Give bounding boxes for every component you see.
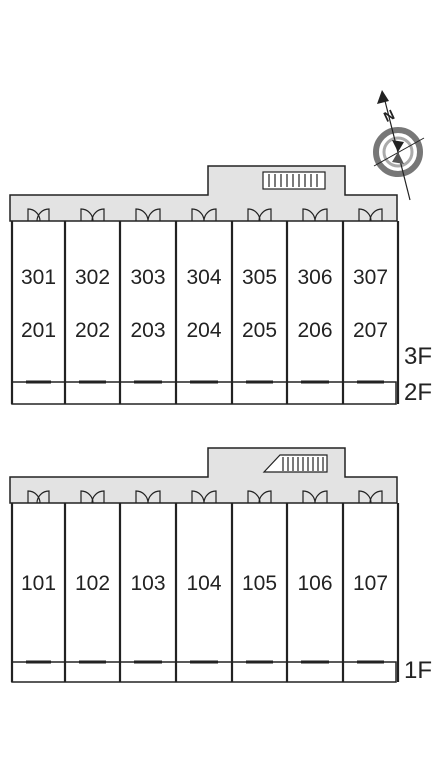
unit-label: 101 [21, 572, 56, 595]
unit-label: 303 [130, 266, 165, 289]
lower-corridor [9, 447, 398, 504]
door-icon [36, 208, 50, 222]
door-icon [203, 208, 217, 222]
door-icon [147, 490, 161, 504]
upper-doors [27, 208, 383, 222]
upper-unit-labels: 301 302 303 304 305 306 307 201 202 203 204 205 206 2… [21, 266, 388, 342]
lower-stairs-icon [262, 454, 328, 473]
floor-label-1f: 1F [404, 657, 432, 684]
unit-label: 207 [353, 319, 388, 342]
unit-label: 105 [242, 572, 277, 595]
unit-label: 103 [130, 572, 165, 595]
unit-label: 206 [297, 319, 332, 342]
upper-stairs-icon [262, 171, 326, 190]
unit-label: 304 [186, 266, 221, 289]
unit-label: 202 [75, 319, 110, 342]
unit-label: 305 [242, 266, 277, 289]
door-icon [358, 490, 372, 504]
door-icon [314, 490, 328, 504]
door-icon [358, 208, 372, 222]
door-icon [27, 208, 41, 222]
unit-label: 102 [75, 572, 110, 595]
lower-unit-walls [10, 503, 400, 682]
compass-icon: N [373, 90, 425, 201]
door-icon [247, 490, 261, 504]
upper-corridor [9, 165, 398, 222]
door-icon [203, 490, 217, 504]
door-icon [147, 208, 161, 222]
door-icon [91, 490, 105, 504]
unit-label: 203 [130, 319, 165, 342]
door-icon [80, 208, 94, 222]
door-icon [314, 208, 328, 222]
door-icon [258, 208, 272, 222]
floor-label-3f: 3F [404, 343, 432, 370]
door-icon [91, 208, 105, 222]
north-label: N [381, 106, 397, 125]
floor-label-2f: 2F [404, 379, 432, 406]
upper-balcony [11, 381, 397, 405]
unit-label: 104 [186, 572, 221, 595]
unit-label: 306 [297, 266, 332, 289]
upper-building: 301 302 303 304 305 306 307 201 202 203 204 205 206 2… [9, 165, 432, 406]
lower-balcony [11, 661, 397, 683]
unit-label: 301 [21, 266, 56, 289]
door-icon [369, 208, 383, 222]
door-icon [369, 490, 383, 504]
door-icon [80, 490, 94, 504]
unit-label: 106 [297, 572, 332, 595]
unit-label: 205 [242, 319, 277, 342]
lower-building: 101 102 103 104 105 106 107 1F [9, 447, 432, 684]
lower-doors [27, 490, 383, 504]
door-icon [27, 490, 41, 504]
unit-label: 201 [21, 319, 56, 342]
lower-unit-labels: 101 102 103 104 105 106 107 [21, 572, 388, 595]
upper-unit-walls [10, 221, 400, 404]
door-icon [247, 208, 261, 222]
unit-label: 107 [353, 572, 388, 595]
unit-label: 302 [75, 266, 110, 289]
door-icon [258, 490, 272, 504]
door-icon [36, 490, 50, 504]
unit-label: 307 [353, 266, 388, 289]
unit-label: 204 [186, 319, 221, 342]
